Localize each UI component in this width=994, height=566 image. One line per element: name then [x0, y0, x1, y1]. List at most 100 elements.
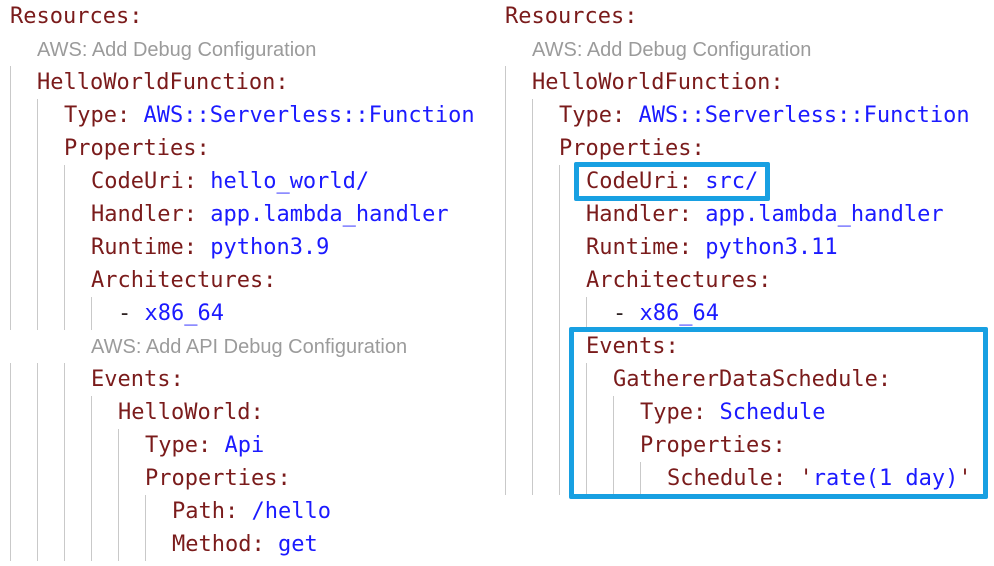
code-token-key: Runtime: — [91, 235, 197, 260]
indent-guide — [532, 264, 533, 297]
indent-guide — [37, 396, 38, 429]
indent-guide — [559, 198, 560, 231]
indent-guide — [64, 495, 65, 528]
indent-guide — [505, 165, 506, 198]
code-token-key: CodeUri: — [586, 169, 692, 194]
indent-guide — [10, 396, 11, 429]
code-token-key: Resources: — [505, 4, 638, 29]
code-line-text: Schedule: 'rate(1 day)' — [667, 462, 972, 495]
indent-guide — [10, 297, 11, 330]
indent-guide — [586, 363, 587, 396]
indent-guide — [613, 396, 614, 429]
code-line-text: HelloWorldFunction: — [37, 66, 289, 99]
indent-guide — [559, 264, 560, 297]
indent-guide — [64, 231, 65, 264]
code-token-key: Properties: — [559, 136, 705, 161]
code-token-key: Method: — [172, 532, 265, 557]
indent-guide — [640, 462, 641, 495]
indent-guide — [37, 495, 38, 528]
codelens-row: AWS: Add Debug Configuration — [0, 33, 494, 66]
indent-guide — [10, 165, 11, 198]
code-line-text: Type: AWS::Serverless::Function — [64, 99, 475, 132]
indent-guide — [505, 297, 506, 330]
code-line-text: Method: get — [172, 528, 318, 561]
indent-guide — [10, 66, 11, 99]
code-token-plain — [692, 235, 705, 260]
code-line-text: CodeUri: src/ — [586, 165, 758, 198]
indent-guide — [37, 132, 38, 165]
code-token-value: app.lambda_handler — [705, 202, 944, 227]
code-token-plain — [197, 169, 210, 194]
codelens-row: AWS: Add Debug Configuration — [495, 33, 994, 66]
indent-guide — [532, 198, 533, 231]
code-token-quote: ' — [958, 466, 972, 491]
code-line-text: Events: — [586, 330, 679, 363]
indent-guide — [37, 363, 38, 396]
code-line: CodeUri: hello_world/ — [0, 165, 494, 198]
code-token-plain — [238, 499, 251, 524]
indent-guide — [64, 396, 65, 429]
code-token-key: Runtime: — [586, 235, 692, 260]
indent-guide — [505, 99, 506, 132]
code-token-key: Architectures: — [91, 268, 277, 293]
indent-guide — [505, 132, 506, 165]
code-line-text: Architectures: — [91, 264, 276, 297]
code-line: Type: AWS::Serverless::Function — [0, 99, 494, 132]
code-token-plain — [197, 202, 210, 227]
code-token-key: Properties: — [145, 466, 291, 491]
code-line: Events: — [495, 330, 994, 363]
indent-guide — [559, 330, 560, 363]
indent-guide — [64, 264, 65, 297]
indent-guide — [10, 198, 11, 231]
indent-guide — [532, 363, 533, 396]
code-token-value: Schedule — [719, 400, 826, 425]
indent-guide — [64, 429, 65, 462]
code-token-key: Path: — [172, 499, 239, 524]
code-line-text: Type: Schedule — [640, 396, 825, 429]
code-line: Runtime: python3.11 — [495, 231, 994, 264]
code-token-plain — [197, 235, 210, 260]
code-line: Runtime: python3.9 — [0, 231, 494, 264]
indent-guide — [91, 462, 92, 495]
indent-guide — [559, 429, 560, 462]
codelens-link[interactable]: AWS: Add Debug Configuration — [532, 39, 812, 61]
code-token-value: hello_world/ — [210, 169, 370, 194]
code-token-key: Handler: — [91, 202, 197, 227]
indent-guide — [559, 363, 560, 396]
code-line: HelloWorldFunction: — [0, 66, 494, 99]
indent-guide — [613, 462, 614, 495]
code-token-plain — [692, 169, 705, 194]
codelens-link[interactable]: AWS: Add Debug Configuration — [37, 39, 317, 61]
code-token-key: CodeUri: — [91, 169, 197, 194]
code-token-key: Resources: — [10, 4, 143, 29]
code-line: Handler: app.lambda_handler — [0, 198, 494, 231]
code-line: GathererDataSchedule: — [495, 363, 994, 396]
indent-guide — [64, 165, 65, 198]
code-token-key: Handler: — [586, 202, 692, 227]
indent-guide — [118, 462, 119, 495]
code-line: Properties: — [495, 429, 994, 462]
indent-guide — [505, 330, 506, 363]
code-token-key: HelloWorldFunction: — [37, 70, 289, 95]
code-line-text: Runtime: python3.11 — [586, 231, 838, 264]
codelens-link[interactable]: AWS: Add API Debug Configuration — [91, 336, 408, 358]
indent-guide — [532, 231, 533, 264]
code-token-plain — [625, 103, 638, 128]
code-token-plain — [211, 433, 224, 458]
code-line-text: GathererDataSchedule: — [613, 363, 891, 396]
indent-guide — [37, 264, 38, 297]
code-token-key: Schedule: — [667, 466, 787, 491]
indent-guide — [37, 462, 38, 495]
indent-guide — [91, 495, 92, 528]
code-token-punct: - — [118, 301, 145, 326]
code-line: Architectures: — [0, 264, 494, 297]
indent-guide — [145, 495, 146, 528]
indent-guide — [532, 297, 533, 330]
code-line-text: Events: — [91, 363, 184, 396]
indent-guide — [532, 396, 533, 429]
indent-guide — [505, 363, 506, 396]
code-line: Properties: — [0, 132, 494, 165]
indent-guide — [10, 495, 11, 528]
